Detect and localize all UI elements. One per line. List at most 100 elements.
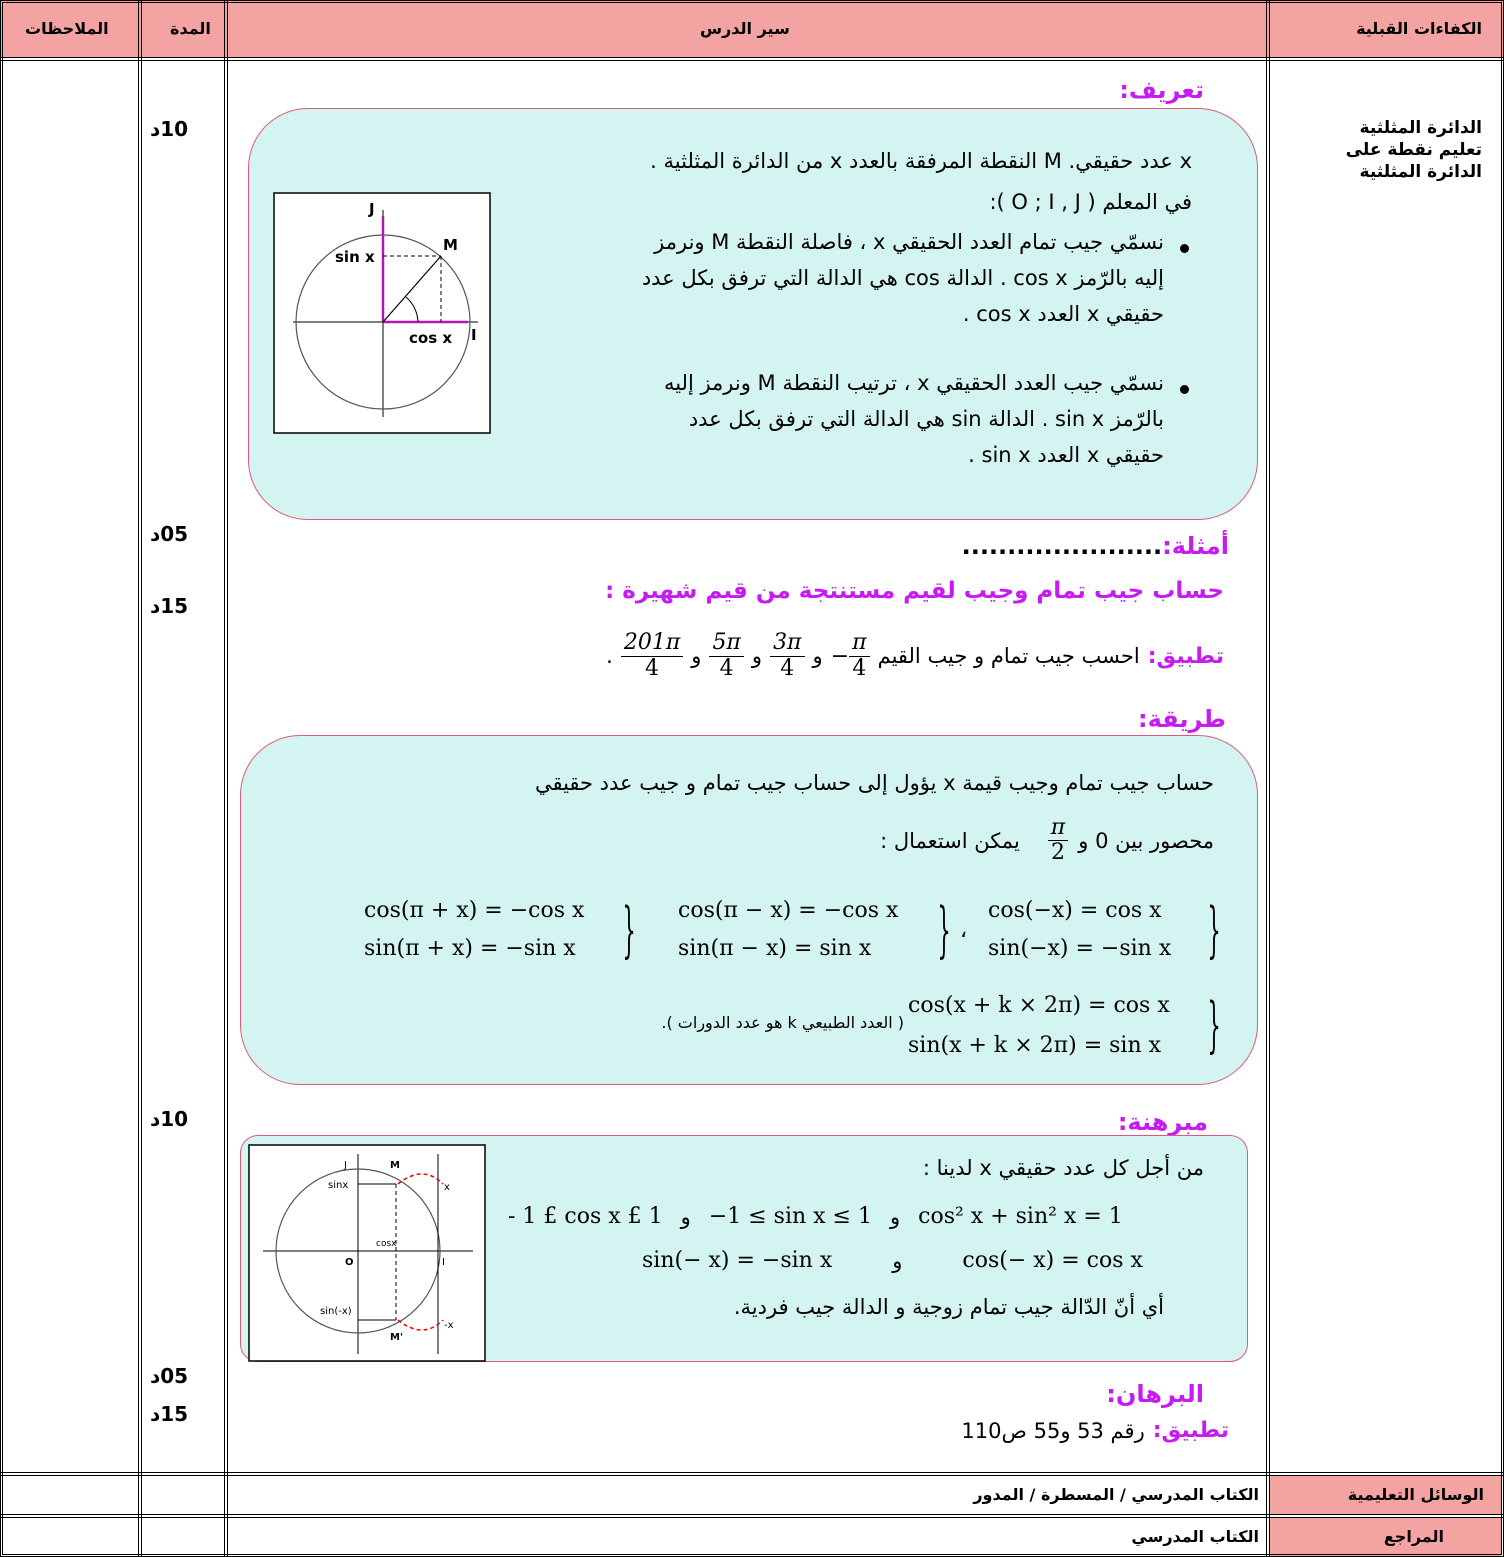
examples-heading-label: أمثلة:: [1162, 532, 1229, 560]
proof-app-text: رقم 53 و55 ص110: [961, 1418, 1145, 1443]
trig-circle-figure: J M I sin x cos x: [273, 192, 491, 434]
formula-note: ( العدد الطبيعي k هو عدد الدورات ).: [661, 1013, 904, 1032]
proof-app-label: تطبيق:: [1152, 1418, 1229, 1443]
header-duration: المدة: [170, 19, 211, 38]
formula-1a: cos(π + x) = −cos x: [364, 898, 585, 923]
fig2-x-label: x: [444, 1182, 450, 1193]
col-line-1: [138, 0, 142, 1557]
formula-1b: sin(π + x) = −sin x: [364, 936, 576, 961]
theorem-heading: مبرهنة:: [1117, 1108, 1208, 1136]
fig2-mx-label: -x: [444, 1320, 454, 1331]
fig2-j-label: J: [343, 1160, 347, 1171]
duration-3: 15د: [150, 594, 189, 618]
method-box: [240, 735, 1258, 1085]
header-notes: الملاحظات: [25, 19, 109, 38]
frac-minus: −: [830, 643, 850, 669]
definition-line-1: x عدد حقيقي. M النقطة المرفقة بالعدد x م…: [650, 149, 1192, 173]
theorem-and-2: و: [889, 1204, 901, 1229]
duration-5: 05د: [150, 1364, 189, 1388]
theorem-cos-even: cos(− x) = cos x: [962, 1248, 1143, 1273]
fig1-sin-label: sin x: [335, 248, 375, 266]
formula-4a: cos(x + k × 2π) = cos x: [908, 993, 1170, 1018]
examples-heading: أمثلة:......................: [962, 532, 1229, 560]
header-prior-skills: الكفاءات القبلية: [1356, 19, 1482, 38]
duration-2: 05د: [150, 522, 189, 546]
proof-application: تطبيق: رقم 53 و55 ص110: [961, 1418, 1229, 1443]
fig2-cosx-label: cosx: [376, 1239, 397, 1249]
bullet1-line-3: حقيقي x العدد cos x .: [962, 302, 1164, 326]
footer-refs-label-cell: [1269, 1518, 1501, 1557]
brace-3: }: [1207, 895, 1221, 965]
theorem-and-3: و: [892, 1248, 903, 1273]
fig2-sinmx-label: sin(-x): [320, 1306, 352, 1317]
bullet-dot-2: [1180, 385, 1189, 394]
bullet1-line-2: إليه بالرّمز cos x . الدالة cos هي الدال…: [641, 266, 1164, 290]
examples-subheading: حساب جيب تمام وجيب لقيم مستنتجة من قيم ش…: [605, 578, 1224, 604]
method-heading: طريقة:: [1138, 705, 1226, 733]
formula-2a: cos(π − x) = −cos x: [678, 898, 899, 923]
fig2-o-label: O: [345, 1257, 354, 1268]
body-separator: [0, 1472, 1504, 1476]
theorem-line-2: - 1 £ cos x £ 1 و −1 ≤ sin x ≤ 1 و cos² …: [508, 1204, 1123, 1229]
formula-4b: sin(x + k × 2π) = sin x: [908, 1033, 1162, 1058]
brace-2: }: [937, 895, 951, 965]
refs-value: الكتاب المدرسي: [1131, 1527, 1259, 1546]
footer-separator: [0, 1514, 1504, 1518]
theorem-line-1: من أجل كل عدد حقيقي x لدينا :: [922, 1156, 1204, 1180]
method-line-2b: يمكن استعمال :: [880, 828, 1020, 853]
bullet2-line-1: نسمّي جيب العدد الحقيقي x ، ترتيب النقطة…: [663, 371, 1164, 395]
formula-3a: cos(−x) = cos x: [988, 898, 1162, 923]
prior-skill-3: الدائرة المثلثية: [1359, 162, 1482, 182]
method-line-1: حساب جيب تمام وجيب قيمة x يؤول إلى حساب …: [534, 771, 1214, 795]
and-1: و: [812, 644, 823, 668]
bullet-dot-1: [1180, 244, 1189, 253]
formula-3b: sin(−x) = −sin x: [988, 936, 1172, 961]
application-text: احسب جيب تمام و جيب القيم: [877, 644, 1140, 668]
bullet1-line-1: نسمّي جيب تمام العدد الحقيقي x ، فاصلة ا…: [654, 230, 1164, 254]
theorem-line-4: أي أنّ الدّالة جيب تمام زوجية و الدالة ج…: [733, 1295, 1164, 1319]
brace-1: }: [622, 895, 636, 965]
tools-value: الكتاب المدرسي / المسطرة / المدور: [973, 1485, 1259, 1504]
bullet2-line-2: بالرّمز sin x . الدالة sin هي الدالة الت…: [688, 407, 1164, 431]
brace-4: }: [1207, 990, 1221, 1060]
duration-1: 10د: [150, 117, 189, 141]
theorem-sin-bound: −1 ≤ sin x ≤ 1: [708, 1204, 872, 1229]
theorem-and-1: و: [680, 1204, 691, 1229]
definition-line-2: في المعلم ( O ; I , J ):: [989, 190, 1192, 214]
tools-label: الوسائل التعليمية: [1347, 1485, 1484, 1504]
theorem-cos-bound: - 1 £ cos x £ 1: [508, 1204, 663, 1229]
prior-skill-2: تعليم نقطة على: [1345, 140, 1482, 160]
formula-comma: ،: [960, 918, 968, 943]
header-separator: [0, 57, 1504, 61]
theorem-sin-odd: sin(− x) = −sin x: [642, 1248, 833, 1273]
duration-6: 15د: [150, 1402, 189, 1426]
refs-label: المراجع: [1383, 1527, 1444, 1546]
definition-heading: تعريف:: [1119, 76, 1204, 104]
duration-4: 10د: [150, 1107, 189, 1131]
fig1-j-label: J: [368, 200, 375, 218]
symmetry-circle-figure: J M x sinx cosx O I sin(-x) M' -x: [248, 1144, 486, 1362]
application-label: تطبيق:: [1147, 643, 1224, 669]
examples-dots: ......................: [961, 532, 1163, 560]
fig2-m-label: M: [390, 1160, 400, 1171]
fig2-sinx-label: sinx: [328, 1180, 348, 1191]
fig2-i-label: I: [442, 1257, 445, 1268]
fig1-m-label: M: [443, 236, 458, 254]
theorem-line-3: sin(− x) = −sin x و cos(− x) = cos x: [642, 1248, 1143, 1273]
fig2-mp-label: M': [390, 1332, 403, 1343]
header-lesson: سير الدرس: [700, 19, 790, 38]
col-line-2: [224, 0, 228, 1557]
header-row: [0, 0, 1504, 58]
col-line-3: [1266, 0, 1270, 1557]
bullet2-line-3: حقيقي x العدد sin x .: [968, 443, 1164, 467]
fig1-cos-label: cos x: [409, 329, 452, 347]
application-end: .: [606, 644, 613, 668]
